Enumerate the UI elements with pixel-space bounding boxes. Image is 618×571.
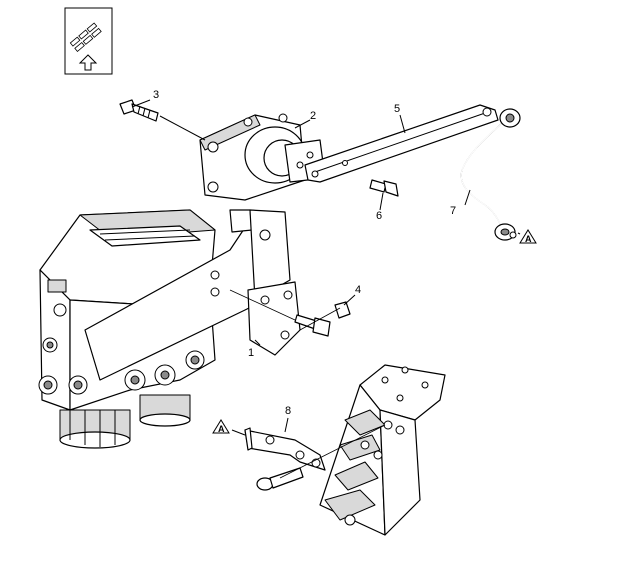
- part-8-bracket: [244, 427, 326, 471]
- part-6-bolt: [369, 179, 399, 197]
- leader-lines: [131, 99, 521, 479]
- callout-6: 6: [376, 210, 382, 222]
- frame-bracket: [319, 364, 446, 536]
- bolt-with-washer: [256, 467, 304, 491]
- callout-1: 1: [248, 347, 254, 359]
- reference-mark-a-lower-label: A: [218, 424, 225, 434]
- part-5-lever-arm: [304, 104, 499, 183]
- callout-4: 4: [355, 284, 361, 296]
- reference-mark-a-lower: A: [212, 419, 230, 434]
- part-1-bracket: [84, 209, 301, 381]
- reference-mark-a-upper-label: A: [525, 234, 532, 244]
- part-3-bolt: [119, 99, 159, 122]
- callout-8: 8: [285, 405, 291, 417]
- part-2-level-sensor: [199, 113, 326, 201]
- callout-3: 3: [153, 89, 159, 101]
- part-7-link-rod: [460, 108, 521, 241]
- callout-5: 5: [394, 103, 400, 115]
- part-4-bolt-nut: [294, 301, 351, 337]
- callout-7: 7: [450, 205, 456, 217]
- reference-mark-a-upper: A: [519, 229, 537, 244]
- view-direction-icon: [64, 7, 113, 75]
- callout-2: 2: [310, 110, 316, 122]
